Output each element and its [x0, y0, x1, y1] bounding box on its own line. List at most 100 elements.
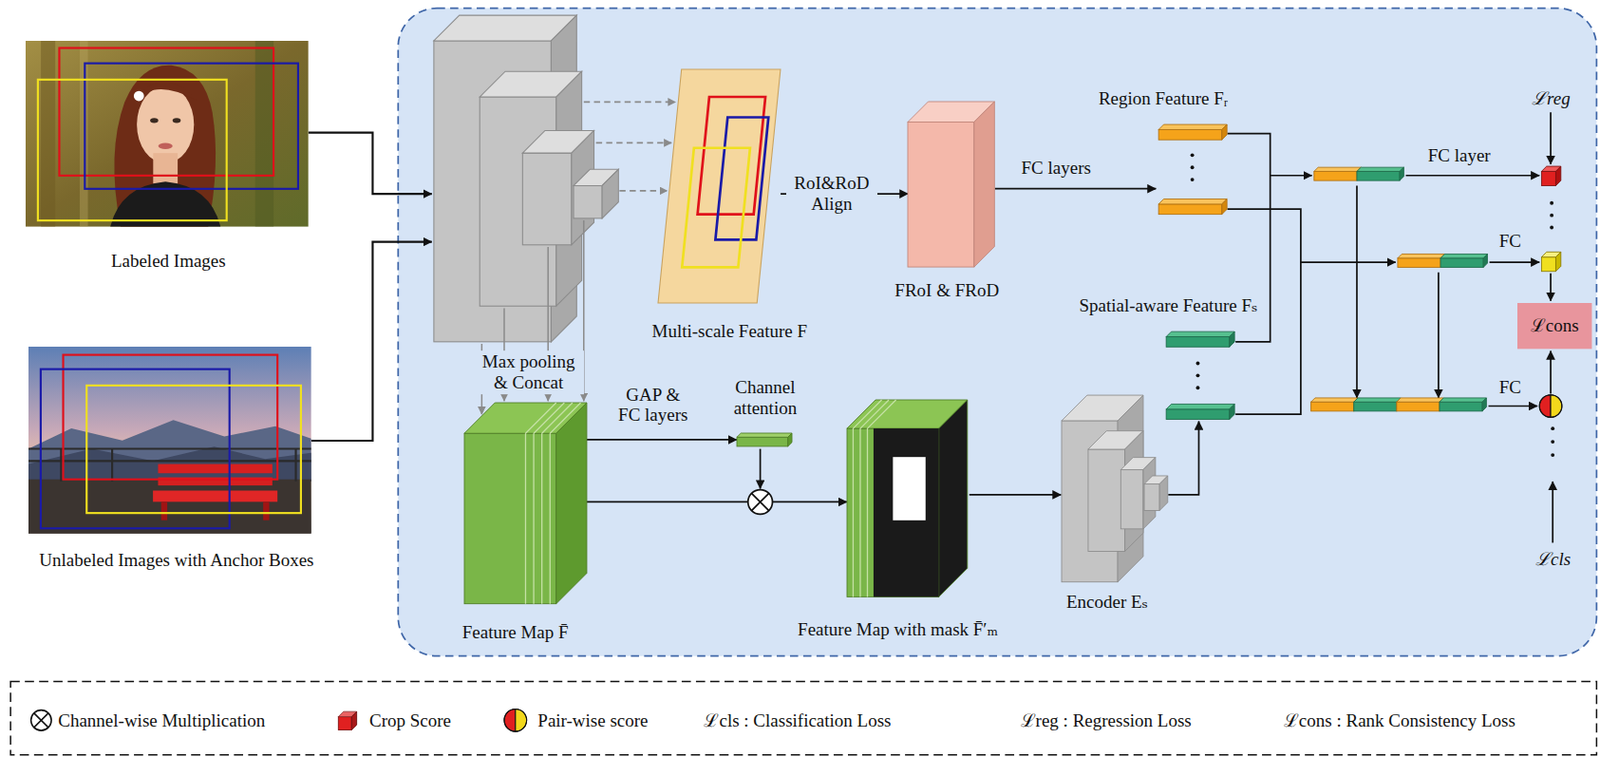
- score-cube: [1541, 257, 1556, 272]
- legend-swatch: [334, 708, 359, 734]
- shape-outline: [1166, 404, 1235, 410]
- pairwise-score-symbol: [504, 709, 528, 733]
- feature-pair: [1356, 170, 1400, 181]
- backbone-block: [522, 152, 572, 245]
- dashed-arrow: [583, 101, 677, 190]
- shape-outline: [1158, 129, 1223, 140]
- shape-outline: [150, 117, 159, 123]
- backbone-block: [433, 15, 619, 342]
- edge-label: GAP & FC layers: [616, 384, 691, 427]
- shape-outline: [1229, 404, 1235, 420]
- connector-arrow: [586, 438, 737, 441]
- backbone-block: [573, 185, 603, 218]
- node-label: Channel attention: [727, 376, 804, 419]
- shape-outline: [63, 355, 279, 480]
- fusion-wire: [1406, 174, 1541, 177]
- legend-swatch: [352, 711, 358, 730]
- ellipsis-dots: [1549, 213, 1554, 218]
- shape-outline: [1166, 331, 1235, 337]
- node-label: FRoI & FRoD: [894, 280, 999, 302]
- score-cube: [1555, 251, 1561, 271]
- shape-outline: [133, 91, 145, 102]
- shape-outline: [1196, 385, 1201, 390]
- fusion-wire: [1549, 350, 1552, 394]
- ellipsis-dots: [1550, 439, 1555, 444]
- backbone-block: [602, 169, 619, 219]
- shape-outline: [939, 399, 968, 597]
- shape-outline: [974, 101, 995, 267]
- image-panel: Unlabeled Images with Anchor Boxes: [28, 346, 312, 534]
- shape-outline: [255, 40, 274, 227]
- text-label: FC: [1499, 230, 1522, 252]
- legend-frame: [10, 681, 1597, 755]
- legend-swatch: [338, 715, 353, 730]
- input-arrow: [308, 132, 433, 194]
- shape-outline: [1189, 165, 1194, 170]
- shape-outline: [1517, 302, 1592, 349]
- shape-outline: [1120, 469, 1144, 528]
- shape-outline: [873, 428, 940, 597]
- image-panel: Labeled Images: [25, 40, 309, 227]
- shape-outline: [161, 502, 168, 521]
- shape-outline: [25, 40, 309, 227]
- shape-outline: [1229, 331, 1235, 347]
- shape-outline: [1221, 124, 1226, 140]
- shape-outline: [1166, 337, 1230, 348]
- node-label: Spatial-aware Feature Fₛ: [1078, 295, 1258, 317]
- shape-outline: [28, 420, 312, 482]
- shape-outline: [1196, 361, 1201, 366]
- shape-outline: [37, 79, 227, 221]
- feature-slab: Multi-scale Feature F: [658, 69, 781, 303]
- shape-outline: [1221, 199, 1226, 215]
- connector-arrow: [969, 493, 1062, 496]
- pairwise-score-symbol: [515, 709, 528, 733]
- shape-outline: [1196, 374, 1201, 378]
- ellipsis-dots: [1550, 426, 1555, 431]
- shape-outline: [40, 369, 230, 529]
- dashed-arrow: [596, 142, 672, 145]
- dashed-arrow: [619, 189, 667, 192]
- feature-pair: [1483, 253, 1488, 267]
- shape-outline: [152, 490, 278, 503]
- shape-outline: [136, 81, 196, 102]
- pairwise-score-symbol: [1539, 395, 1563, 418]
- shape-outline: [28, 346, 312, 534]
- edge-label: FC layers: [1021, 157, 1092, 179]
- shape-outline: [172, 117, 182, 123]
- ellipsis-dots: [1550, 452, 1555, 457]
- legend-text: Pair-wise score: [537, 710, 648, 732]
- loss-box: ℒcons: [1517, 302, 1592, 349]
- shape-outline: [1159, 475, 1168, 511]
- score-cube: [1541, 170, 1556, 186]
- text-label: ℒreg: [1531, 88, 1571, 110]
- pairwise-score-symbol: [1539, 395, 1551, 418]
- legend-text: ℒreg : Regression Loss: [1020, 710, 1192, 732]
- feature-pair: [1396, 401, 1440, 412]
- text-label: Max pooling & Concat: [473, 350, 584, 395]
- pairwise-score-symbol: [1550, 395, 1563, 418]
- feature-pair: [1397, 253, 1445, 258]
- fusion-wire: [1488, 405, 1539, 408]
- ellipsis-dots: [1549, 225, 1554, 230]
- text-label: ℒcls: [1535, 548, 1571, 570]
- shape-outline: [28, 479, 312, 534]
- fusion-wire: [1549, 112, 1552, 165]
- input-arrow: [311, 242, 433, 441]
- shape-outline: [158, 464, 273, 474]
- shape-outline: [658, 69, 781, 303]
- pairwise-score-symbol: [504, 709, 516, 733]
- connector-arrow: [586, 501, 848, 504]
- feature-block: FRoI & FRoD: [907, 101, 995, 267]
- shape-outline: [263, 502, 269, 521]
- score-cube: [1541, 251, 1561, 271]
- masked-feature-map: Feature Map with mask F̄′ₘ: [847, 399, 970, 597]
- framework-region: [397, 8, 1597, 657]
- connector-arrow: [1167, 421, 1199, 495]
- feature-pair: [1439, 401, 1483, 412]
- feature-pair: [1440, 253, 1488, 258]
- multiplication-symbol: [751, 492, 769, 510]
- multiplication-symbol: [31, 710, 52, 731]
- shape-outline: [847, 399, 970, 597]
- fusion-wire: [1551, 481, 1554, 543]
